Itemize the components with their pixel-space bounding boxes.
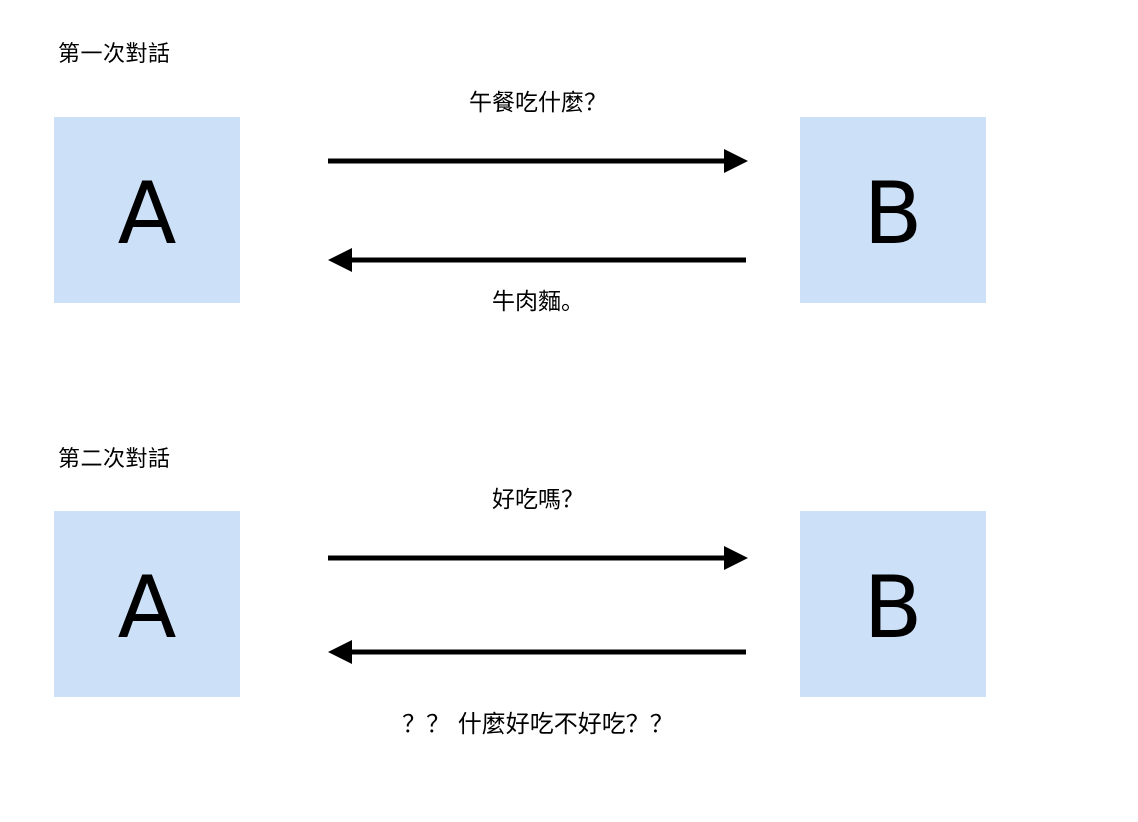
arrow-right-second xyxy=(328,545,748,571)
message-label-lunch-question: 午餐吃什麼？ xyxy=(469,90,607,116)
conversation-section-second: 第二次對話 A B 好吃嗎？ ？？ 什麼好吃不好吃？？ xyxy=(0,405,1138,822)
message-label-tasty-question: 好吃嗎？ xyxy=(492,487,584,513)
actor-label-b-first: B xyxy=(863,164,923,264)
actor-label-b-second: B xyxy=(863,558,923,658)
actor-box-b-first: B xyxy=(800,117,986,303)
section-title-second: 第二次對話 xyxy=(58,447,171,472)
conversation-section-first: 第一次對話 A B 午餐吃什麼？ 牛肉麵。 xyxy=(0,0,1138,400)
message-label-confused-response: ？？ 什麼好吃不好吃？？ xyxy=(402,710,674,738)
actor-label-a-first: A xyxy=(117,164,177,264)
arrow-left-second xyxy=(328,639,748,665)
section-title-first: 第一次對話 xyxy=(58,42,171,67)
actor-label-a-second: A xyxy=(117,558,177,658)
arrow-left-first xyxy=(328,247,748,273)
actor-box-a-first: A xyxy=(54,117,240,303)
arrow-right-first xyxy=(328,148,748,174)
message-label-beef-noodles: 牛肉麵。 xyxy=(492,289,584,315)
actor-box-a-second: A xyxy=(54,511,240,697)
actor-box-b-second: B xyxy=(800,511,986,697)
